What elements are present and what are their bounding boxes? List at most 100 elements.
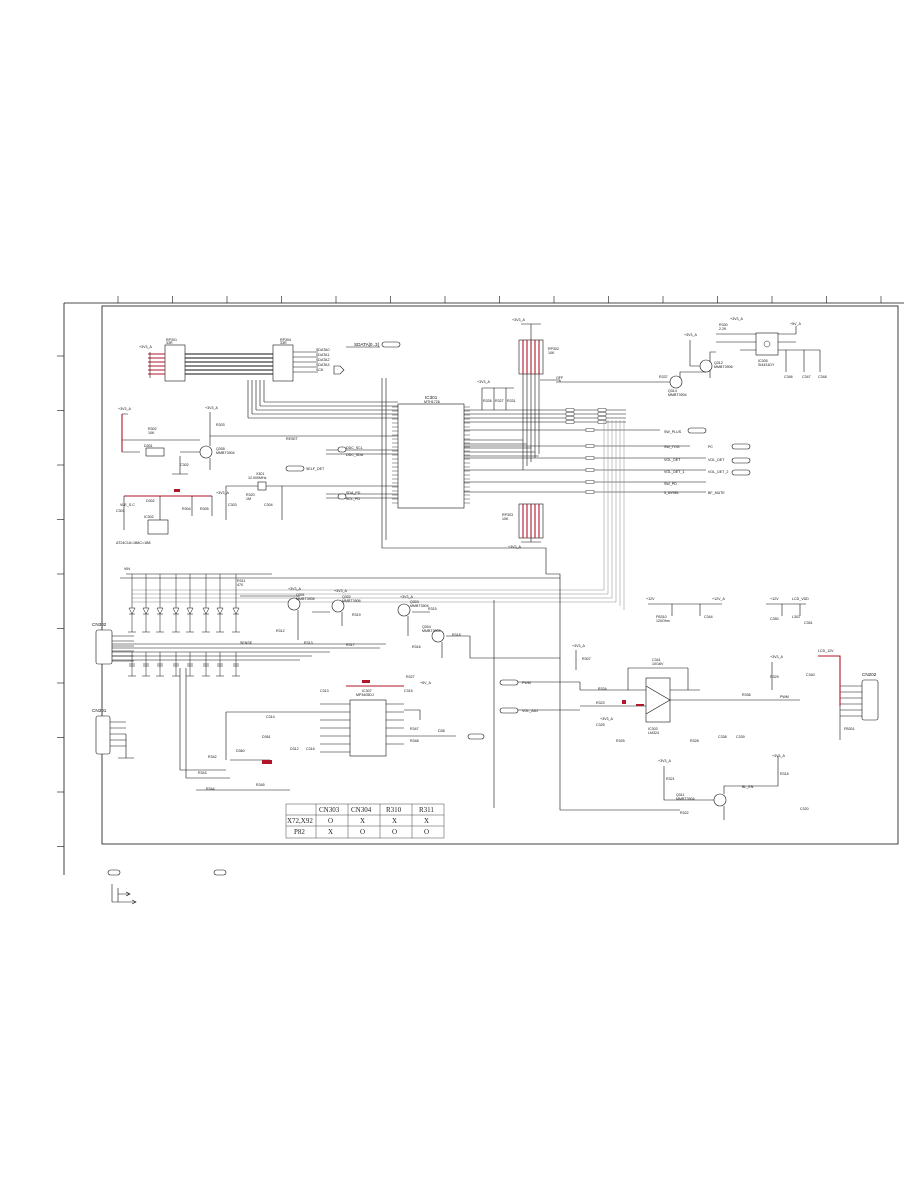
resistor [597, 416, 607, 420]
svg-text:R344: R344 [206, 787, 215, 791]
svg-text:OFF: OFF [556, 376, 564, 380]
svg-text:+3V3_A: +3V3_A [512, 318, 525, 322]
diode-bank: VIN R311 470 [120, 567, 560, 633]
svg-text:VIN: VIN [124, 567, 130, 571]
svg-text:FB301: FB301 [844, 727, 855, 731]
svg-text:Q305: Q305 [216, 447, 225, 451]
resistor [585, 428, 595, 432]
svg-text:SW_PLUS: SW_PLUS [664, 430, 682, 434]
svg-text:+3V3_A: +3V3_A [205, 406, 218, 410]
resistor [585, 468, 595, 472]
connector-cn302: CN302 [92, 622, 386, 677]
pwm-output: PWM R336 +3V3_A R329 C338 C339 R328 [690, 655, 800, 743]
table-cell: X [328, 828, 333, 836]
svg-text:SDATA[0..3]: SDATA[0..3] [354, 342, 379, 347]
reset-circuit: +3V3_A R302 10K D301 Q305 MMBT3904 +3V3_… [118, 406, 235, 475]
power-entry: +3V3_A C301 D302 VLE_S.C IC302 AT24C16=1… [116, 489, 229, 545]
svg-text:R342: R342 [208, 755, 217, 759]
svg-text:R318: R318 [780, 772, 789, 776]
svg-text:R327: R327 [406, 675, 415, 679]
svg-text:10K: 10K [502, 517, 509, 521]
svg-text:+3V3_A: +3V3_A [772, 754, 785, 758]
diode [232, 607, 240, 615]
svg-text:C347: C347 [802, 375, 811, 379]
svg-text:+12V: +12V [770, 597, 779, 601]
svg-text:SENSE: SENSE [240, 641, 253, 645]
svg-text:RP302: RP302 [548, 347, 559, 351]
svg-text:+3V3_A: +3V3_A [216, 491, 229, 495]
svg-text:+3V3_A: +3V3_A [684, 333, 697, 337]
svg-text:C301: C301 [116, 509, 125, 513]
resistor [597, 412, 607, 416]
svg-text:VLE_S.C: VLE_S.C [120, 503, 135, 507]
diode [216, 607, 224, 615]
svg-text:SDATA0: SDATA0 [316, 348, 329, 352]
svg-text:VOL_DET: VOL_DET [708, 458, 725, 462]
svg-text:SCL_PD: SCL_PD [346, 497, 360, 501]
resistor [597, 408, 607, 412]
table-cell: X [424, 817, 429, 825]
svg-text:R320: R320 [246, 493, 255, 497]
svg-text:470: 470 [237, 583, 243, 587]
svg-text:CN202: CN202 [862, 672, 877, 677]
svg-text:+3V3_A: +3V3_A [572, 644, 585, 648]
inner-frame [101, 305, 899, 845]
svg-text:PC: PC [708, 445, 713, 449]
svg-text:C304: C304 [264, 503, 273, 507]
table-row-label: P82 [294, 828, 305, 836]
svg-text:R343: R343 [198, 771, 207, 775]
svg-text:Q311: Q311 [676, 793, 685, 797]
svg-text:C338: C338 [718, 735, 727, 739]
svg-text:Q303: Q303 [410, 600, 419, 604]
svg-text:R337: R337 [659, 375, 668, 379]
crystal-block: X301 12.000MHz R320 1M C303 C304 SELF_DE… [225, 465, 398, 520]
resistor [565, 416, 575, 420]
svg-text:CN302: CN302 [92, 622, 107, 627]
svg-text:DDC_SDA: DDC_SDA [346, 453, 364, 457]
svg-text:+3V3_A: +3V3_A [600, 717, 613, 721]
svg-text:C302: C302 [180, 463, 189, 467]
connector-cn202: CN202 LCD_12V C340 FB301 [806, 649, 879, 740]
svg-text:X301: X301 [256, 472, 264, 476]
filter-section: +12V +12V_A FB310 120Ohm C344 +12V LCD_V… [646, 597, 813, 625]
svg-text:C303: C303 [228, 503, 237, 507]
svg-text:C325: C325 [596, 723, 605, 727]
svg-text:Q312: Q312 [714, 361, 723, 365]
svg-text:VOL_ADJ: VOL_ADJ [522, 709, 538, 713]
resistor [585, 480, 595, 484]
svg-text:AT24C16=1B8C=1B8: AT24C16=1B8C=1B8 [116, 541, 151, 545]
resistor [565, 420, 575, 424]
svg-text:RP304: RP304 [280, 338, 291, 342]
svg-text:D360: D360 [236, 749, 245, 753]
svg-text:SI4431DY: SI4431DY [758, 363, 775, 367]
svg-text:IC303: IC303 [648, 727, 658, 731]
transistor-q311: Q311 MMBT3904 BL_EN +3V3_A R318 +3V3_A R… [658, 754, 809, 820]
svg-text:SDA_PD: SDA_PD [346, 491, 361, 495]
table-cell: O [328, 817, 333, 825]
svg-text:R307: R307 [582, 657, 591, 661]
svg-text:IC302: IC302 [144, 515, 154, 519]
svg-text:MMBT3906: MMBT3906 [296, 597, 315, 601]
svg-text:+12V: +12V [646, 597, 655, 601]
resistor [585, 456, 595, 460]
svg-text:DDC_SCL: DDC_SCL [346, 446, 363, 450]
svg-text:+3V3_A: +3V3_A [508, 545, 521, 549]
svg-text:5_6VSEL: 5_6VSEL [664, 491, 679, 495]
svg-text:+3V3_A: +3V3_A [139, 345, 152, 349]
svg-text:R315: R315 [428, 607, 437, 611]
svg-text:+3V3_A: +3V3_A [477, 380, 490, 384]
svg-text:R347: R347 [410, 727, 419, 731]
svg-text:R302: R302 [148, 427, 157, 431]
diode [156, 607, 164, 615]
resistor [585, 490, 595, 494]
svg-text:MTH1726: MTH1726 [424, 400, 440, 404]
svg-text:MMBT3904: MMBT3904 [668, 393, 687, 397]
svg-text:SCK: SCK [316, 368, 324, 372]
svg-text:PWM: PWM [522, 681, 531, 685]
svg-text:C348: C348 [818, 375, 827, 379]
svg-text:MMBT3904: MMBT3904 [422, 629, 441, 633]
svg-text:R303: R303 [216, 423, 225, 427]
svg-text:R329: R329 [770, 675, 779, 679]
svg-text:R324: R324 [598, 687, 607, 691]
ic307-dcdc: IC307 MP3405DJ R327 +5V_A C313 C315 R347… [320, 675, 485, 757]
